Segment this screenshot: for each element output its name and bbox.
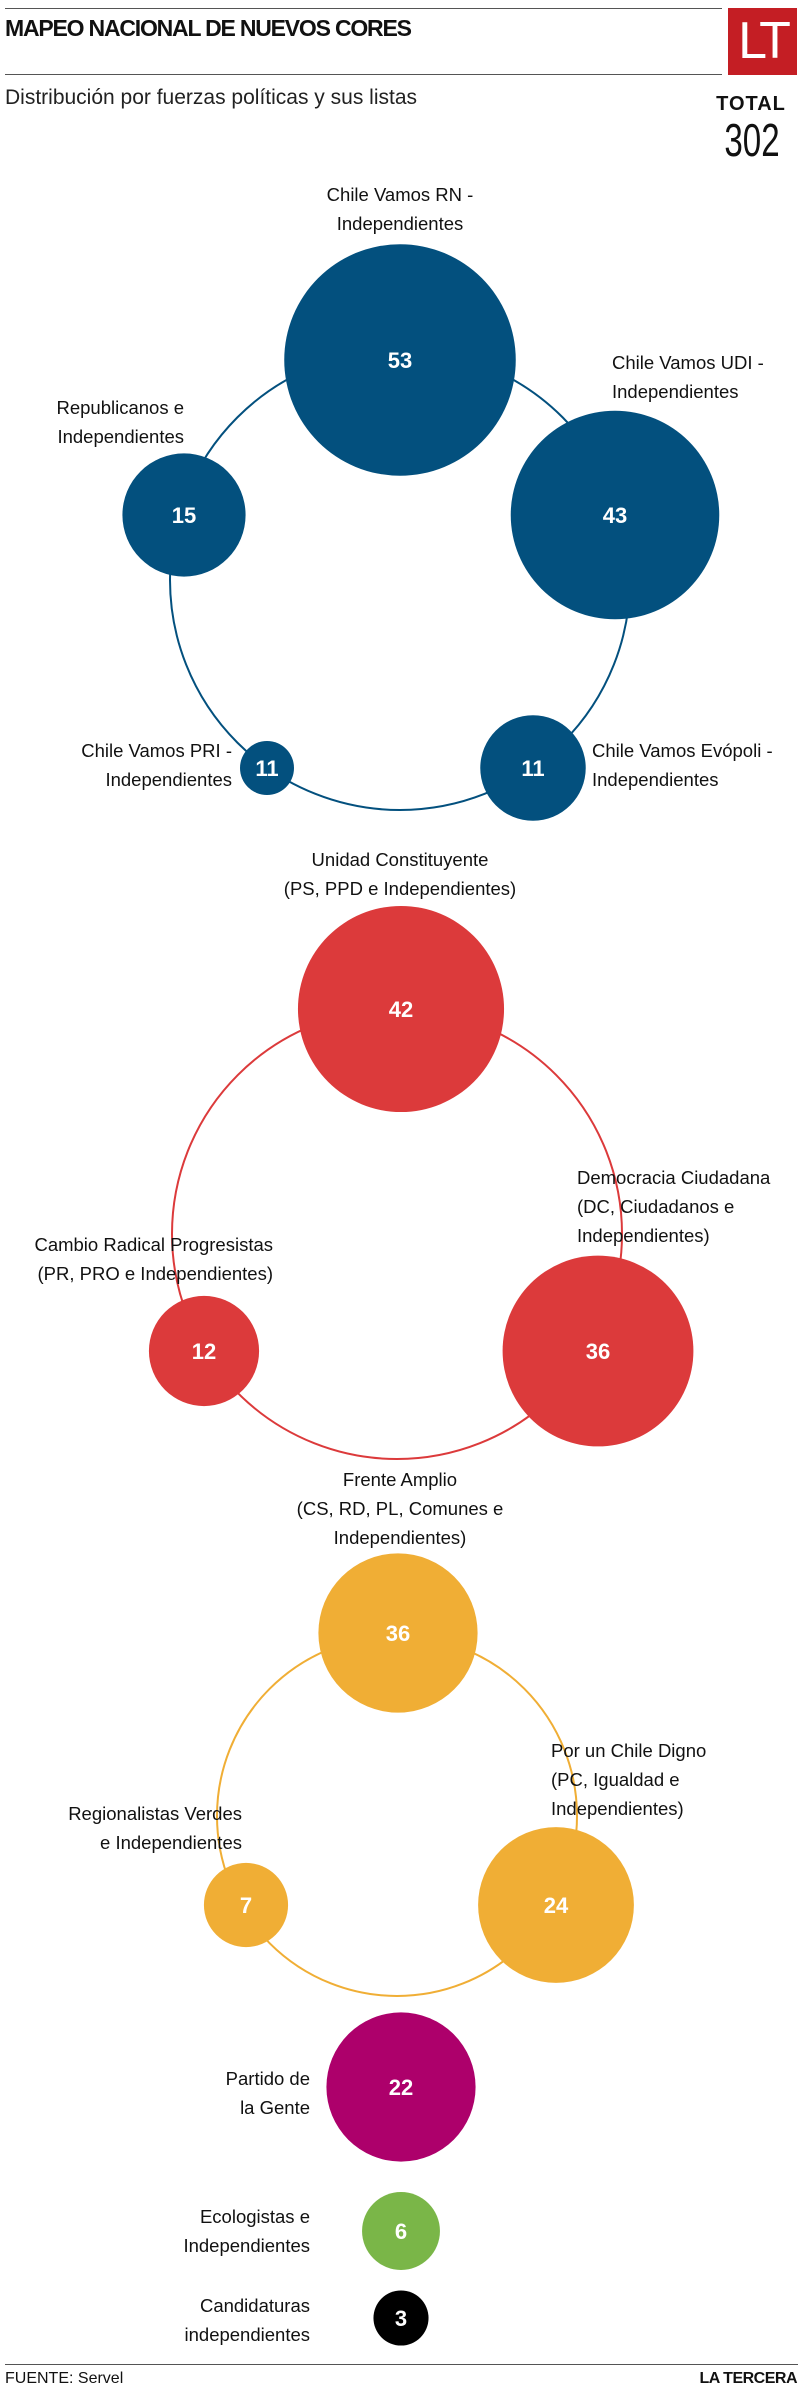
bubble-label: Cambio Radical Progresistas (PR, PRO e In… — [34, 1230, 273, 1288]
bubble — [362, 2192, 440, 2270]
bubble — [297, 905, 505, 1113]
bubble-label-line: Democracia Ciudadana — [577, 1167, 771, 1188]
page-title: MAPEO NACIONAL DE NUEVOS CORES — [5, 15, 412, 41]
bubble — [122, 453, 246, 577]
bubble-value: 36 — [386, 1621, 410, 1646]
bubble-label-line: Independientes) — [577, 1225, 710, 1246]
source-value: Servel — [77, 2370, 124, 2387]
bubble — [373, 2290, 429, 2346]
bubble-label-line: Independientes) — [333, 1527, 467, 1548]
bubble-label-line: Cambio Radical Progresistas — [34, 1234, 273, 1255]
bubble-label: Unidad Constituyente (PS, PPD e Independi… — [284, 845, 516, 903]
bubble-label-line: Por un Chile Digno — [551, 1740, 707, 1761]
bubble-label: Candidaturas independientes — [185, 2291, 311, 2349]
la-tercera-logo: LT — [728, 8, 797, 75]
bubble-label: Chile Vamos UDI - Independientes — [612, 348, 764, 406]
bubble-value: 12 — [192, 1339, 216, 1364]
bubble-label-line: Independientes — [105, 769, 232, 790]
source-note: FUENTE: Servel — [5, 2370, 123, 2388]
bubble-value: 22 — [389, 2075, 413, 2100]
bubble-label-line: Chile Vamos PRI - — [81, 740, 232, 761]
total-label: TOTAL — [716, 93, 786, 115]
bubble-label-line: Partido de — [225, 2068, 310, 2089]
bubble — [480, 715, 586, 821]
bubble-value: 43 — [603, 503, 627, 528]
bubble-label-line: e Independientes — [100, 1832, 242, 1853]
bubble-label-line: independientes — [184, 2324, 311, 2345]
bubble-label: Ecologistas e Independientes — [183, 2202, 310, 2260]
bubble-label-line: Regionalistas Verdes — [68, 1803, 242, 1824]
bubble-label: Regionalistas Verdes e Independientes — [68, 1799, 242, 1857]
bubble-value: 7 — [240, 1893, 252, 1918]
bubble-label-line: Independientes — [336, 213, 464, 234]
top-rule — [5, 8, 722, 9]
source-label: FUENTE: — [5, 2370, 74, 2387]
bubble-label-line: (PS, PPD e Independientes) — [283, 878, 517, 899]
bubble-value: 42 — [389, 997, 413, 1022]
total-value: 302 — [724, 114, 780, 166]
bubble-label-line: Chile Vamos UDI - — [612, 352, 764, 373]
bubble — [318, 1553, 478, 1713]
bubble-label: Partido de la Gente — [226, 2064, 310, 2122]
bubble — [240, 741, 294, 795]
bubble-label-line: Independientes — [183, 2235, 310, 2256]
bubble-label-line: Chile Vamos Evópoli - — [592, 740, 773, 761]
bubble-label-line: Republicanos e — [56, 397, 184, 418]
title-rule — [5, 74, 722, 75]
bubble-label-line: (PC, Igualdad e — [551, 1769, 680, 1790]
bubble-label: Republicanos e Independientes — [56, 393, 184, 451]
bubble — [478, 1827, 634, 1983]
subtitle: Distribución por fuerzas políticas y sus… — [5, 86, 417, 109]
bubble-label-line: Frente Amplio — [342, 1469, 458, 1490]
bubble-label-line: (CS, RD, PL, Comunes e — [296, 1498, 504, 1519]
footer-rule — [5, 2364, 798, 2365]
bubble — [148, 1295, 260, 1407]
bubble-value: 53 — [388, 348, 412, 373]
bubble — [510, 410, 720, 620]
bubble — [203, 1862, 289, 1948]
bubble-label: Frente Amplio (CS, RD, PL, Comunes e Indep… — [297, 1465, 504, 1552]
bubble-label-line: Unidad Constituyente — [311, 849, 489, 870]
bubble-label-line: Candidaturas — [199, 2295, 310, 2316]
bubble-value: 11 — [255, 756, 278, 781]
bubble-value: 36 — [586, 1339, 610, 1364]
bubble-value: 24 — [544, 1893, 569, 1918]
bubble-label: Chile Vamos RN - Independientes — [327, 180, 474, 238]
bubble-value: 11 — [521, 756, 544, 781]
bubble — [326, 2012, 476, 2162]
bubble-label-line: Independientes — [592, 769, 719, 790]
bubble — [284, 244, 516, 476]
bubble-label: Chile Vamos PRI - Independientes — [81, 736, 232, 794]
bubble-label-line: Ecologistas e — [199, 2206, 310, 2227]
bubble-value: 15 — [172, 503, 196, 528]
bubble-value: 6 — [395, 2219, 407, 2244]
bubble-label-line: la Gente — [240, 2097, 310, 2118]
bubble-label: Democracia Ciudadana (DC, Ciudadanos e Ind… — [577, 1163, 770, 1250]
brand-name: LA TERCERA — [699, 2370, 797, 2387]
bubble-label-line: Independientes — [612, 381, 739, 402]
bubble-label-line: Independientes — [57, 426, 184, 447]
bubble-label-line: (DC, Ciudadanos e — [577, 1196, 735, 1217]
bubble-label: Por un Chile Digno (PC, Igualdad e Indepen… — [551, 1736, 706, 1823]
bubble-value: 3 — [395, 2306, 407, 2331]
bubble-label-line: (PR, PRO e Independientes) — [37, 1263, 274, 1284]
bubble — [502, 1255, 694, 1447]
bubble-label-line: Independientes) — [551, 1798, 684, 1819]
bubble-label: Chile Vamos Evópoli - Independientes — [592, 736, 773, 794]
bubble-label-line: Chile Vamos RN - — [326, 184, 474, 205]
